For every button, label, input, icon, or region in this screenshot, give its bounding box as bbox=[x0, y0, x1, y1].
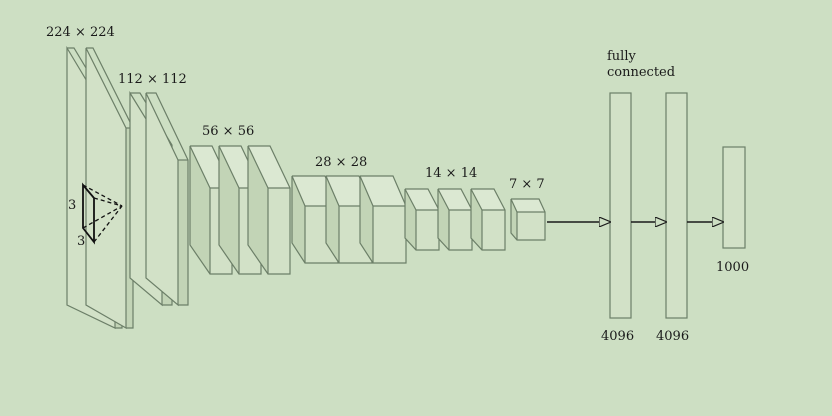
input-size-label: 224 × 224 bbox=[46, 25, 115, 40]
fc-title-line1: fully bbox=[607, 49, 636, 64]
conv-block-3-box-3 bbox=[359, 175, 407, 264]
block5-size-label: 7 × 7 bbox=[509, 177, 545, 192]
kernel-height-label: 3 bbox=[68, 198, 77, 213]
conv-block-2 bbox=[189, 145, 291, 275]
output-units-label: 1000 bbox=[716, 260, 750, 275]
kernel-window bbox=[82, 182, 123, 245]
block2-size-label: 56 × 56 bbox=[202, 124, 255, 139]
conv-block-4 bbox=[404, 188, 506, 251]
block1-size-label: 112 × 112 bbox=[118, 72, 187, 87]
conv-block-4-box-3 bbox=[470, 188, 506, 251]
input-layer bbox=[66, 45, 134, 330]
kernel-width-label: 3 bbox=[77, 234, 86, 249]
conv-block-3 bbox=[291, 175, 407, 264]
block4-size-label: 14 × 14 bbox=[425, 166, 478, 181]
conv-block-2-box-3 bbox=[247, 145, 291, 275]
conv-block-5 bbox=[510, 198, 546, 241]
output-layer bbox=[722, 146, 746, 249]
input-slab-2 bbox=[85, 47, 134, 330]
fc1-units-label: 4096 bbox=[601, 329, 635, 344]
fc2-units-label: 4096 bbox=[656, 329, 690, 344]
conv-block-4-box-1 bbox=[404, 188, 440, 251]
conv-block-4-box-2 bbox=[437, 188, 473, 251]
fc-layer-1 bbox=[609, 92, 632, 319]
fc-title-line2: connected bbox=[607, 65, 676, 80]
fc-layer-2 bbox=[665, 92, 688, 319]
conv-block-1 bbox=[129, 90, 189, 307]
conv-block-1-slab-2 bbox=[145, 92, 189, 307]
block3-size-label: 28 × 28 bbox=[315, 155, 368, 170]
